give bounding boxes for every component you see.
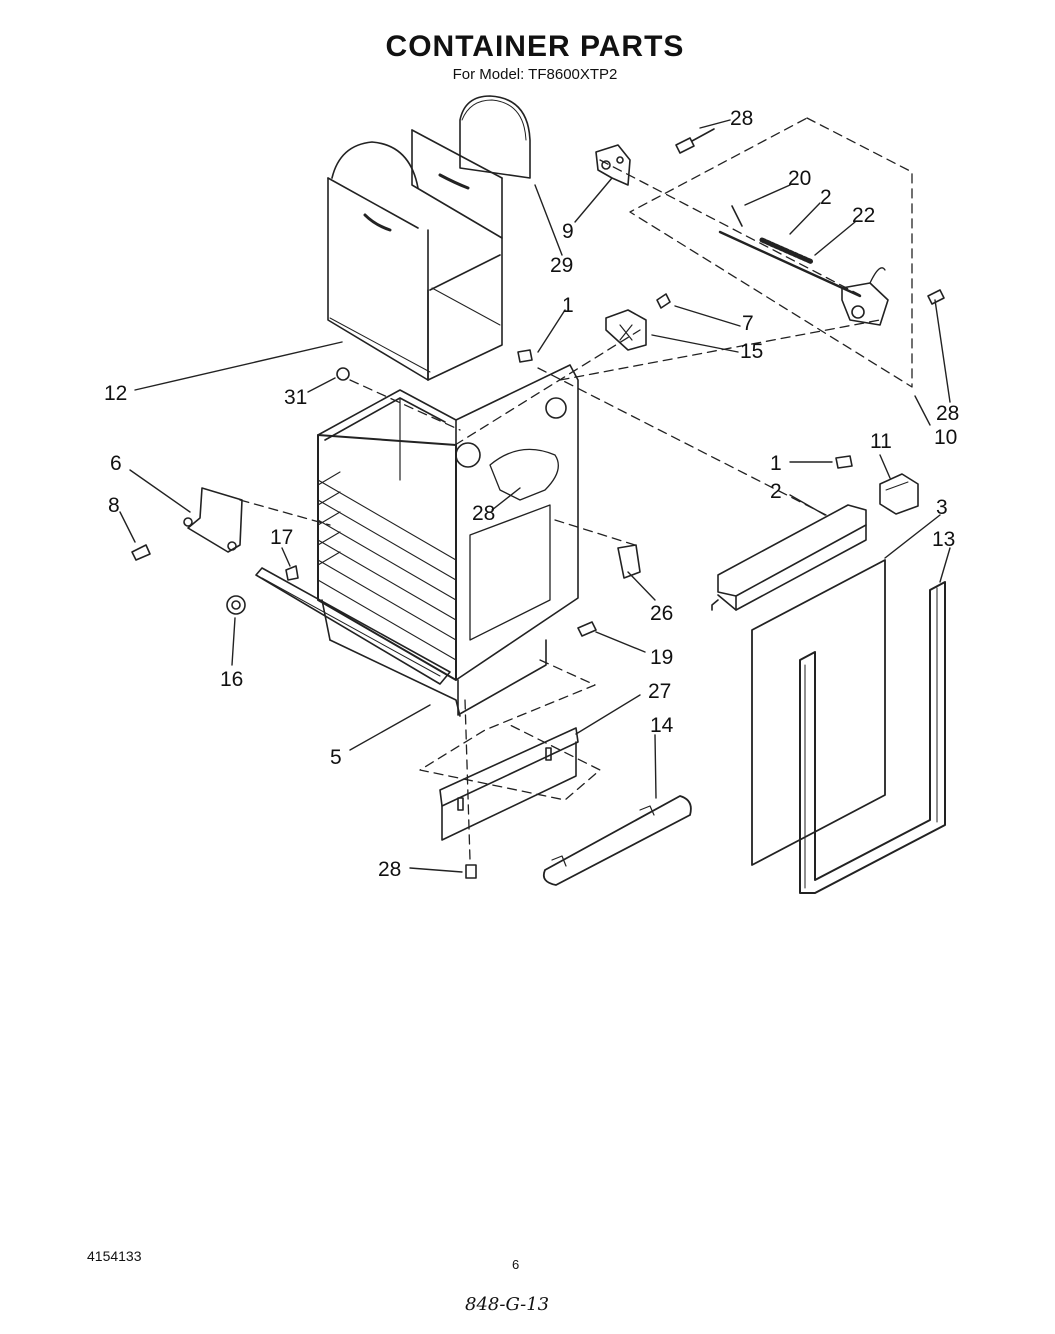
part-7-screw xyxy=(656,293,671,309)
callout-14: 14 xyxy=(650,714,674,737)
part-2-rail xyxy=(711,504,867,611)
part-16-knob xyxy=(226,595,246,615)
callout-9: 9 xyxy=(562,220,574,243)
callout-17: 17 xyxy=(270,526,293,549)
callout-26: 26 xyxy=(650,602,673,625)
callout-27: 27 xyxy=(648,680,671,703)
callout-16: 16 xyxy=(220,668,243,691)
callout-labels: 28 20 2 22 9 29 1 7 15 12 31 28 10 11 1 … xyxy=(104,107,959,881)
callout-28-right: 28 xyxy=(936,402,959,425)
main-container-housing xyxy=(255,364,579,717)
leader-lines xyxy=(119,119,951,873)
part-26-clip xyxy=(617,544,641,579)
callout-1-lower: 1 xyxy=(770,452,782,475)
callout-12: 12 xyxy=(104,382,127,405)
handwritten-code: 848-G-13 xyxy=(465,1294,550,1315)
part-13-door-frame xyxy=(799,581,946,894)
callout-28-top: 28 xyxy=(730,107,753,130)
part-28-screw-bottom xyxy=(465,864,477,879)
callout-6: 6 xyxy=(110,452,122,475)
document-number: 4154133 xyxy=(87,1248,142,1264)
part-12-container-liner xyxy=(327,129,503,381)
callout-1-upper: 1 xyxy=(562,294,574,317)
part-8-screw xyxy=(131,544,151,561)
callout-22: 22 xyxy=(852,204,875,227)
part-15-latch-bracket xyxy=(605,309,647,351)
callout-31: 31 xyxy=(284,386,307,409)
callout-5: 5 xyxy=(330,746,342,769)
part-19-screw xyxy=(577,621,597,637)
part-28-screw-right xyxy=(927,289,945,305)
callout-10: 10 xyxy=(934,426,957,449)
part-9-bracket xyxy=(595,144,631,186)
part-1-screw-upper xyxy=(517,349,533,363)
part-29-liner-panel xyxy=(459,95,531,179)
callout-28-bottom: 28 xyxy=(378,858,401,881)
part-17-clip xyxy=(285,565,299,581)
callout-3: 3 xyxy=(936,496,948,519)
part-14-handle xyxy=(542,795,692,886)
part-31-knob xyxy=(336,367,350,381)
part-28-screw-top xyxy=(675,128,715,154)
callout-15: 15 xyxy=(740,340,763,363)
page-title: CONTAINER PARTS xyxy=(385,30,685,63)
callout-20: 20 xyxy=(788,167,811,190)
part-11-block xyxy=(879,473,919,515)
callout-7: 7 xyxy=(742,312,754,335)
page-number: 6 xyxy=(512,1257,520,1272)
part-6-hinge xyxy=(183,487,243,553)
part-20-rod-assembly xyxy=(718,205,889,326)
callout-11: 11 xyxy=(870,430,892,453)
callout-19: 19 xyxy=(650,646,673,669)
part-27-strip xyxy=(439,727,579,841)
part-1-screw-lower xyxy=(835,455,853,469)
callout-2-rail: 2 xyxy=(770,480,782,503)
callout-28-center: 28 xyxy=(472,502,495,525)
callout-29: 29 xyxy=(550,254,573,277)
model-subtitle: For Model: TF8600XTP2 xyxy=(452,66,618,83)
part-3-glass-panel xyxy=(751,559,886,866)
dashed-guide-lines xyxy=(239,117,913,861)
callout-2-spring: 2 xyxy=(820,186,832,209)
callout-13: 13 xyxy=(932,528,955,551)
callout-8: 8 xyxy=(108,494,120,517)
